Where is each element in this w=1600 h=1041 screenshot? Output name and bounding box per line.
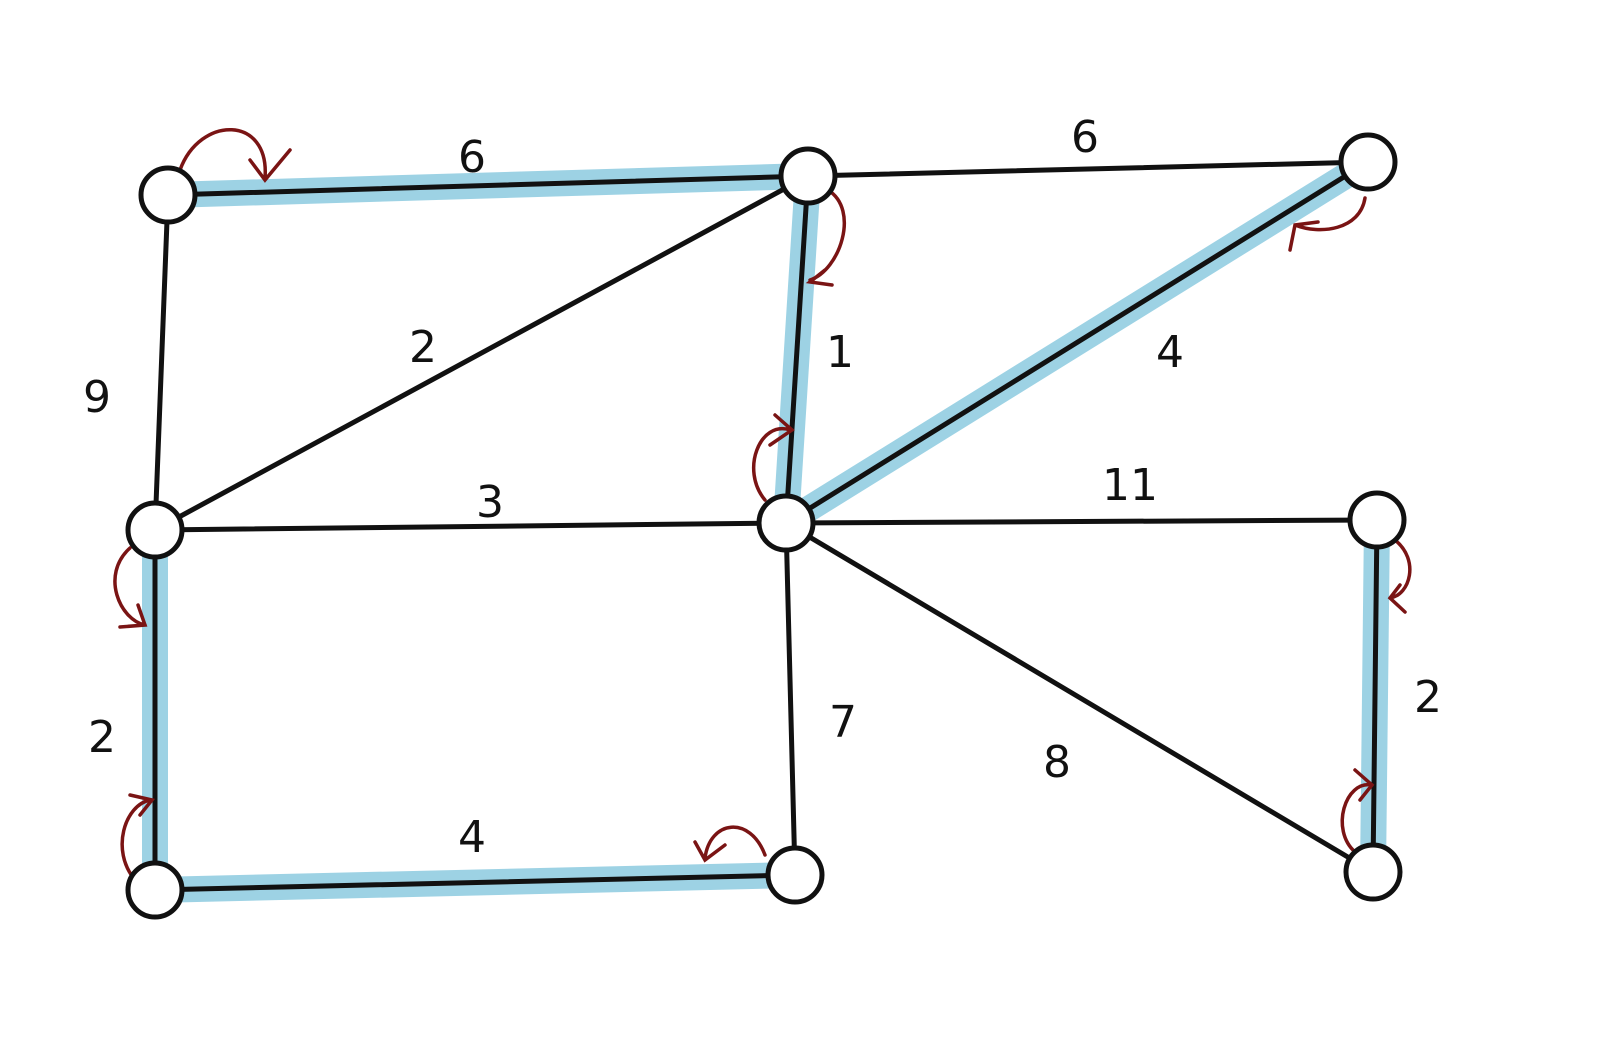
edge-weight-E-I: 8: [1043, 737, 1071, 788]
node-D: [125, 500, 185, 560]
traversal-arrow-icon: [113, 546, 148, 629]
node-I: [1343, 842, 1403, 902]
traversal-arrow-icon: [178, 128, 292, 183]
edge-F-I: [1370, 517, 1380, 875]
edge-weight-D-G: 2: [88, 712, 116, 763]
edge-A-B: [165, 173, 811, 198]
edge-E-F: [783, 517, 1380, 526]
edge-weight-G-H: 4: [458, 812, 486, 863]
edge-weight-B-C: 6: [1071, 112, 1099, 163]
edge-D-B: [152, 173, 811, 533]
edge-G-H: [152, 872, 798, 893]
edge-weight-F-I: 2: [1414, 672, 1442, 723]
edge-weight-D-E: 3: [476, 477, 504, 528]
edge-D-E: [152, 520, 789, 533]
edge-weight-A-D: 9: [83, 372, 111, 423]
edge-weight-E-H: 7: [829, 697, 857, 748]
edge-E-C: [783, 159, 1371, 526]
traversal-arrow-icon: [120, 793, 156, 882]
edge-weight-E-F: 11: [1102, 460, 1158, 511]
edge-B-C: [805, 159, 1371, 179]
edge-E-I: [783, 520, 1376, 875]
edge-B-E: [783, 173, 811, 526]
traversal-arrow-icon: [1288, 196, 1367, 252]
node-H: [765, 845, 825, 905]
edge-A-D: [152, 192, 171, 533]
node-A: [138, 165, 198, 225]
traversal-arrow-icon: [751, 413, 795, 502]
edge-E-H: [783, 520, 798, 878]
node-F: [1347, 490, 1407, 550]
traversal-arrow-icon: [1387, 538, 1412, 614]
edge-weight-E-C: 4: [1156, 327, 1184, 378]
traversal-arrow-icon: [805, 188, 846, 287]
traversal-arrow-icon: [1340, 768, 1375, 854]
edge-weight-B-E: 1: [826, 327, 854, 378]
node-B: [778, 146, 838, 206]
edge-weight-D-B: 2: [409, 322, 437, 373]
node-C: [1338, 132, 1398, 192]
node-E: [756, 493, 816, 553]
node-G: [125, 860, 185, 920]
edge-weight-A-B: 6: [458, 132, 486, 183]
traversal-arrow-icon: [693, 825, 767, 863]
